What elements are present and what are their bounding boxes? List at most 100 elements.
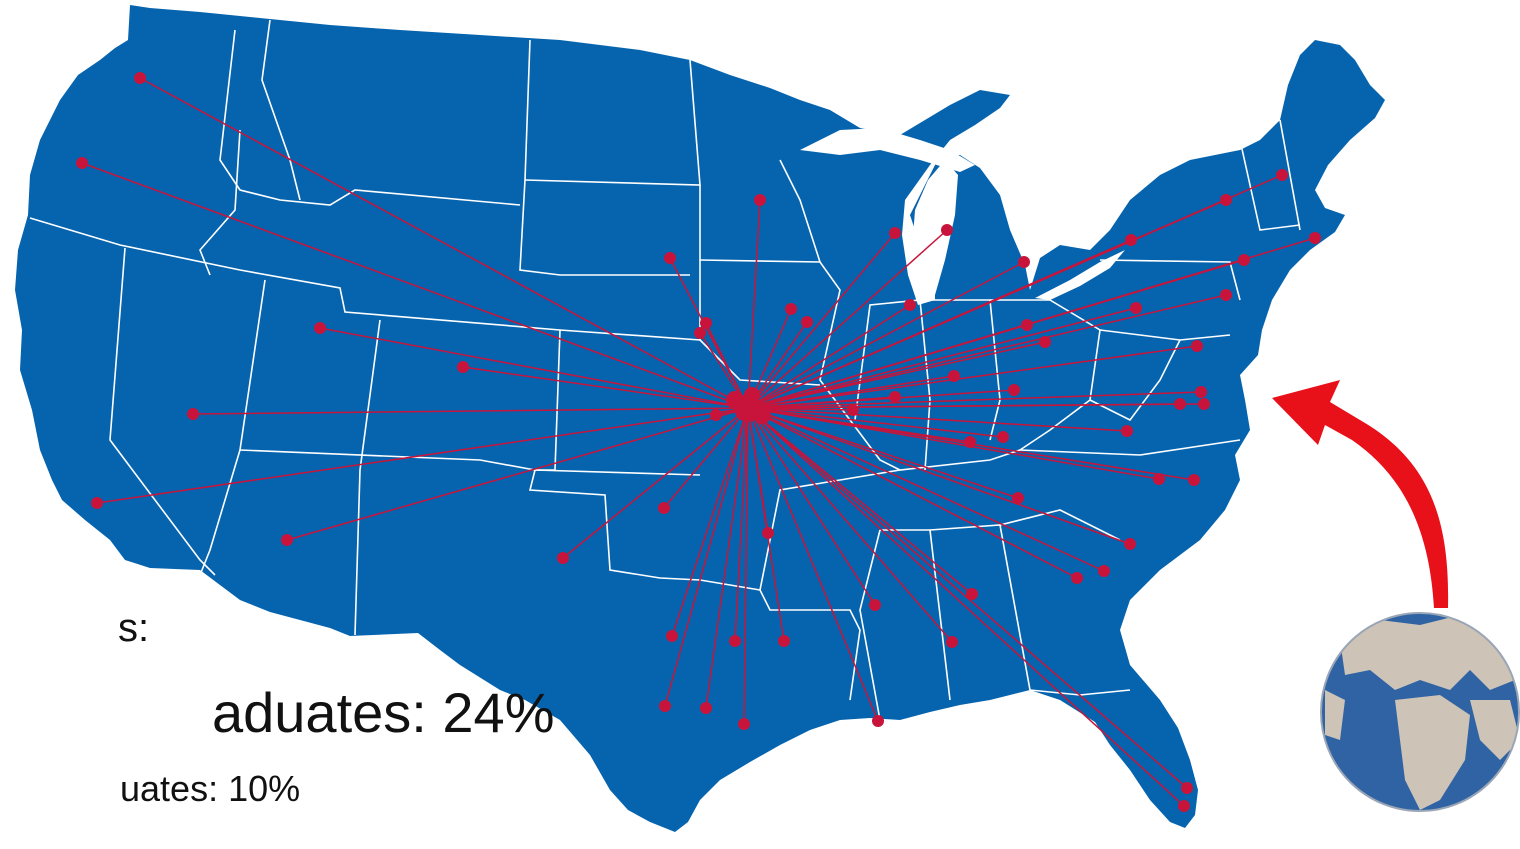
route-line xyxy=(747,407,876,606)
destination-dot xyxy=(1130,302,1142,314)
route-line xyxy=(81,162,749,409)
route-line xyxy=(663,407,749,509)
route-line xyxy=(562,407,749,559)
route-line xyxy=(671,407,749,637)
lake-michigan xyxy=(912,160,958,295)
destination-dot xyxy=(314,322,326,334)
destination-dot xyxy=(91,497,103,509)
route-line xyxy=(747,407,1019,499)
destination-dot xyxy=(1174,398,1186,410)
route-line xyxy=(747,407,1185,807)
destination-dot xyxy=(1276,169,1288,181)
route-line xyxy=(747,407,1078,579)
route-line xyxy=(705,407,749,709)
destination-dot xyxy=(1195,386,1207,398)
route-line xyxy=(747,174,1283,409)
destination-dot xyxy=(729,635,741,647)
destination-dot xyxy=(1125,234,1137,246)
route-line xyxy=(192,407,749,415)
route-line xyxy=(286,407,749,541)
route-line xyxy=(139,77,749,409)
destination-dot xyxy=(281,534,293,546)
destination-dot xyxy=(738,718,750,730)
route-line xyxy=(747,407,1128,432)
route-line xyxy=(734,407,749,642)
route-line xyxy=(747,396,896,409)
stats-sub-line: uates: 10% xyxy=(120,768,301,809)
route-line xyxy=(747,307,1137,409)
destination-dot xyxy=(1191,340,1203,352)
destination-dot xyxy=(966,588,978,600)
route-line xyxy=(96,407,749,504)
route-line xyxy=(747,407,973,595)
destination-dot xyxy=(658,502,670,514)
destination-dot xyxy=(872,715,884,727)
route-lines xyxy=(81,77,1316,807)
route-line xyxy=(747,407,1004,438)
destination-dot xyxy=(700,702,712,714)
us-landmass xyxy=(15,5,1385,832)
destination-dot xyxy=(1181,782,1193,794)
destination-dots xyxy=(76,72,1321,812)
destination-dot xyxy=(889,391,901,403)
destination-dot xyxy=(1021,319,1033,331)
destination-dot xyxy=(187,408,199,420)
route-line xyxy=(747,341,1046,409)
destination-dot xyxy=(869,599,881,611)
route-line xyxy=(319,327,749,409)
route-line xyxy=(747,232,896,409)
route-line xyxy=(747,403,1181,409)
lake-erie xyxy=(1035,250,1125,300)
destination-dot xyxy=(1121,425,1133,437)
destination-dot xyxy=(904,299,916,311)
route-line xyxy=(747,407,1160,480)
route-line xyxy=(747,229,948,409)
destination-dot xyxy=(1198,398,1210,410)
destination-dot xyxy=(710,409,722,421)
destination-dot xyxy=(1098,565,1110,577)
destination-dot xyxy=(1220,289,1232,301)
destination-dot xyxy=(76,157,88,169)
route-line xyxy=(747,199,761,409)
destination-dot xyxy=(762,527,774,539)
destination-dot xyxy=(941,224,953,236)
destination-dot xyxy=(997,431,1009,443)
route-line xyxy=(462,366,749,409)
route-line xyxy=(747,324,1028,409)
destination-dot xyxy=(1178,800,1190,812)
route-line xyxy=(664,407,749,707)
destination-dot xyxy=(801,316,813,328)
destination-dot xyxy=(1188,474,1200,486)
destination-dot xyxy=(1012,492,1024,504)
route-line xyxy=(743,407,749,725)
route-line xyxy=(747,294,1227,409)
route-line xyxy=(747,391,1202,409)
destination-dot xyxy=(847,404,859,416)
destination-dot xyxy=(1071,572,1083,584)
globe-icon xyxy=(1320,612,1520,812)
destination-dot xyxy=(457,361,469,373)
route-line xyxy=(747,304,911,409)
destination-dot xyxy=(889,227,901,239)
route-line xyxy=(747,407,1131,545)
destination-dot xyxy=(946,636,958,648)
hub-cluster xyxy=(726,387,771,424)
destination-dot xyxy=(134,72,146,84)
destination-dot xyxy=(700,317,712,329)
route-line xyxy=(747,407,953,643)
route-line xyxy=(747,345,1198,409)
destination-dot xyxy=(1018,256,1030,268)
route-line xyxy=(747,407,1105,572)
destination-dot xyxy=(1039,336,1051,348)
destination-dot xyxy=(778,635,790,647)
destination-dot xyxy=(694,327,706,339)
destination-dot xyxy=(659,700,671,712)
destination-dot xyxy=(666,630,678,642)
destination-dot xyxy=(754,194,766,206)
state-borders xyxy=(29,19,1301,721)
route-line xyxy=(747,407,1188,789)
destination-dot xyxy=(1238,254,1250,266)
destination-dot xyxy=(964,436,976,448)
route-line xyxy=(747,261,1025,409)
